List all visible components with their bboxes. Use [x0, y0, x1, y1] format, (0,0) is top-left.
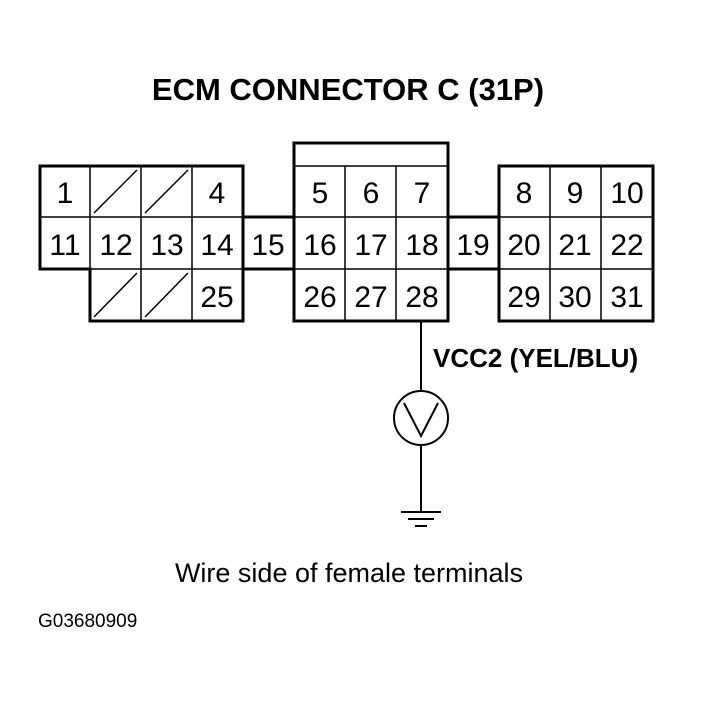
figure-code: G03680909 — [38, 611, 137, 632]
pin-16: 16 — [303, 229, 336, 262]
wire-label: VCC2 (YEL/BLU) — [433, 343, 638, 373]
pin-13: 13 — [150, 229, 183, 262]
pin-1: 1 — [57, 177, 74, 210]
unused-cavity-2 — [93, 169, 138, 214]
unused-cavity-3 — [144, 169, 189, 214]
pin-31: 31 — [610, 281, 643, 314]
pin-19-cell — [446, 215, 501, 271]
pin-15: 15 — [251, 229, 284, 262]
pin-10: 10 — [610, 177, 643, 210]
diagram-title: ECM CONNECTOR C (31P) — [152, 72, 544, 107]
pin-25: 25 — [200, 281, 233, 314]
pin-numbers: 1 4 5 6 7 8 9 10 11 12 13 14 15 16 17 18… — [49, 177, 643, 314]
pin-20: 20 — [507, 229, 540, 262]
pin-11: 11 — [49, 229, 80, 262]
pin-7: 7 — [414, 177, 431, 210]
ground-icon — [401, 511, 441, 527]
pin-27: 27 — [354, 281, 387, 314]
diagram-caption: Wire side of female terminals — [175, 558, 523, 588]
pin-22: 22 — [610, 229, 643, 262]
pin-21: 21 — [558, 229, 591, 262]
pin-8: 8 — [516, 177, 533, 210]
pin-6: 6 — [363, 177, 380, 210]
cell-grid — [40, 165, 653, 321]
pin-26: 26 — [303, 281, 336, 314]
pin-15-cell — [241, 215, 296, 271]
pin-14: 14 — [200, 229, 233, 262]
pin-30: 30 — [558, 281, 591, 314]
pin-9: 9 — [567, 177, 584, 210]
voltmeter-icon — [393, 390, 449, 446]
pin-12: 12 — [99, 229, 132, 262]
pin-4: 4 — [209, 177, 226, 210]
left-block-outline — [38, 164, 245, 323]
connector-outline — [38, 141, 655, 323]
unused-cavity-23 — [93, 272, 138, 318]
pin-17: 17 — [354, 229, 387, 262]
pin-28: 28 — [405, 281, 438, 314]
pin-29: 29 — [507, 281, 540, 314]
pin-18: 18 — [405, 229, 438, 262]
voltmeter-v-glyph — [403, 402, 439, 439]
pin-5: 5 — [312, 177, 329, 210]
pin-19: 19 — [456, 229, 489, 262]
unused-cavity-24 — [144, 272, 189, 318]
unused-cavities — [93, 169, 189, 318]
